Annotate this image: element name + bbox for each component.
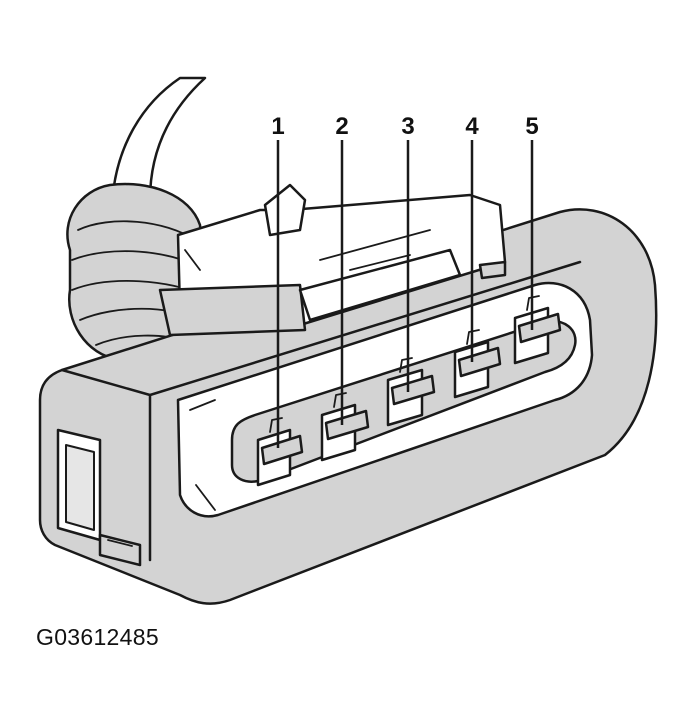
callout-labels: 1 2 3 4 5 — [271, 113, 538, 140]
pin-terminals — [256, 295, 562, 487]
callout-leaders — [276, 140, 534, 448]
pin-terminal-5 — [513, 295, 562, 365]
pin-terminal-1 — [256, 417, 304, 487]
figure-id: G03612485 — [36, 624, 159, 650]
locking-tab — [158, 183, 507, 337]
pin-terminal-4 — [453, 329, 502, 399]
callout-label-1: 1 — [271, 113, 284, 140]
pin-terminal-2 — [320, 392, 370, 462]
callout-label-5: 5 — [525, 113, 538, 140]
pin-terminal-3 — [386, 357, 436, 427]
callout-label-3: 3 — [401, 113, 414, 140]
callout-label-2: 2 — [335, 113, 348, 140]
callout-label-4: 4 — [465, 113, 479, 140]
